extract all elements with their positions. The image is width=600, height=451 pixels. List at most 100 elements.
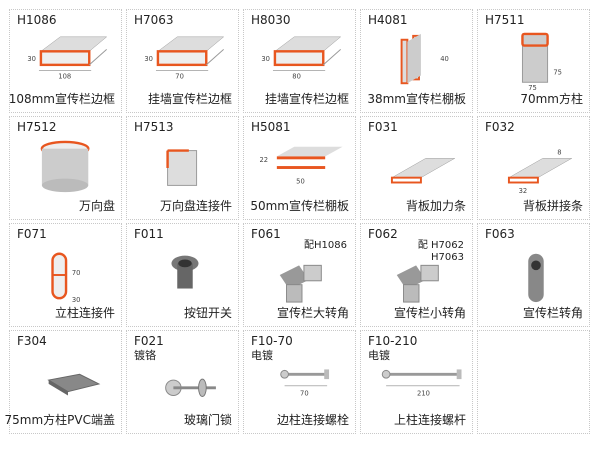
product-code: F061 <box>251 227 281 241</box>
product-name: 玻璃门锁 <box>183 413 232 427</box>
product-name: 宣传栏转角 <box>522 306 583 320</box>
product-code: H7512 <box>17 120 57 134</box>
product-cell[interactable]: H7063 30 70 挂墙宣传栏边框 <box>126 9 239 113</box>
product-name: 挂墙宣传栏边框 <box>264 92 349 106</box>
product-name: 38mm宣传栏棚板 <box>367 92 466 106</box>
product-image: 8 32 <box>507 148 573 195</box>
product-cell[interactable]: F032 8 32 背板拼接条 <box>477 116 590 220</box>
product-finish: 电镀 <box>251 349 273 362</box>
product-name: 边柱连接螺栓 <box>276 413 349 427</box>
product-image <box>528 253 544 303</box>
product-image: 30 70 <box>144 36 225 80</box>
product-cell[interactable]: H7513 万向盘连接件 <box>126 116 239 220</box>
dimension-label: 70 <box>175 72 184 80</box>
product-name: 50mm宣传栏棚板 <box>250 199 349 213</box>
product-cell[interactable]: F071 70 30 立柱连接件 <box>9 223 122 327</box>
dimension-label: 30 <box>72 296 81 304</box>
product-finish: 电镀 <box>368 349 390 362</box>
product-cell[interactable]: F061 配H1086 宣传栏大转角 <box>243 223 356 327</box>
product-image <box>171 255 199 289</box>
dimension-label: 22 <box>259 156 268 164</box>
dimension-label: 30 <box>27 55 36 63</box>
product-code: H5081 <box>251 120 291 134</box>
product-cell[interactable]: H7512 万向盘 <box>9 116 122 220</box>
dimension-label: 108 <box>58 72 71 80</box>
product-code: F10-210 <box>368 334 418 348</box>
dimension-label: 30 <box>261 55 270 63</box>
product-name: 75mm方柱PVC端盖 <box>4 413 115 427</box>
product-code: H7063 <box>134 13 174 27</box>
product-image <box>47 373 101 396</box>
product-cell[interactable]: H8030 30 80 挂墙宣传栏边框 <box>243 9 356 113</box>
product-image: 75 75 <box>521 32 562 90</box>
product-cell[interactable]: F304 75mm方柱PVC端盖 <box>5 330 122 434</box>
product-image <box>165 378 216 397</box>
product-image: 210 <box>381 369 462 398</box>
empty-cell <box>477 330 590 434</box>
product-cell[interactable]: H1086 30 108 108mm宣传栏边框 <box>9 9 122 113</box>
dimension-label: 70 <box>300 390 309 398</box>
product-name: 挂墙宣传栏边框 <box>147 92 232 106</box>
product-image: 40 <box>400 33 449 85</box>
product-cell[interactable]: F063 宣传栏转角 <box>477 223 590 327</box>
product-code: H4081 <box>368 13 408 27</box>
product-image: 70 30 <box>51 252 81 304</box>
product-code: F304 <box>17 334 47 348</box>
product-name: 万向盘 <box>78 199 115 213</box>
product-cell[interactable]: F031 背板加力条 <box>360 116 473 220</box>
compatibility-note: 配 H7062 H7063 <box>417 240 464 263</box>
product-name: 背板拼接条 <box>522 199 583 213</box>
product-name: 背板加力条 <box>405 199 466 213</box>
product-finish: 镀铬 <box>134 349 156 362</box>
product-image <box>396 264 439 303</box>
product-cell[interactable]: F011 按钮开关 <box>126 223 239 327</box>
dimension-label: 210 <box>417 390 430 398</box>
product-code: F063 <box>485 227 515 241</box>
product-name: 108mm宣传栏边框 <box>8 92 115 106</box>
product-code: F062 <box>368 227 398 241</box>
dimension-label: 70 <box>72 269 81 277</box>
product-code: F011 <box>134 227 164 241</box>
product-code: F071 <box>17 227 47 241</box>
product-code: H7513 <box>134 120 174 134</box>
product-image: 30 80 <box>261 36 342 80</box>
product-cell[interactable]: F062 配 H7062 H7063 宣传栏小转角 <box>360 223 473 327</box>
product-image <box>390 158 456 184</box>
product-name: 上柱连接螺杆 <box>393 413 466 427</box>
product-cell[interactable]: H5081 22 50 50mm宣传栏棚板 <box>243 116 356 220</box>
dimension-label: 32 <box>519 187 528 195</box>
product-name: 宣传栏小转角 <box>393 306 466 320</box>
compatibility-note: 配H1086 <box>304 240 347 251</box>
product-name: 宣传栏大转角 <box>276 306 349 320</box>
product-code: H7511 <box>485 13 525 27</box>
product-image <box>279 264 322 303</box>
product-cell[interactable]: H7511 75 75 70mm方柱 <box>477 9 590 113</box>
product-image <box>166 149 198 186</box>
product-cell[interactable]: H4081 40 38mm宣传栏棚板 <box>360 9 473 113</box>
dimension-label: 40 <box>440 55 449 63</box>
dimension-label: 50 <box>296 177 305 185</box>
product-code: F10-70 <box>251 334 293 348</box>
product-name: 万向盘连接件 <box>159 199 232 213</box>
product-name: 70mm方柱 <box>520 92 583 106</box>
product-code: H1086 <box>17 13 57 27</box>
product-name: 按钮开关 <box>183 306 232 320</box>
product-code: F021 <box>134 334 164 348</box>
product-name: 立柱连接件 <box>54 306 115 320</box>
dimension-label: 75 <box>528 84 537 90</box>
product-image: 22 50 <box>259 146 343 185</box>
dimension-label: 80 <box>292 72 301 80</box>
product-code: F031 <box>368 120 398 134</box>
dimension-label: 75 <box>553 69 562 77</box>
dimension-label: 8 <box>557 148 561 156</box>
product-image: 70 <box>280 369 330 398</box>
dimension-label: 30 <box>144 55 153 63</box>
product-code: F032 <box>485 120 515 134</box>
product-image: 30 108 <box>27 36 108 80</box>
product-code: H8030 <box>251 13 291 27</box>
product-image <box>40 140 90 193</box>
